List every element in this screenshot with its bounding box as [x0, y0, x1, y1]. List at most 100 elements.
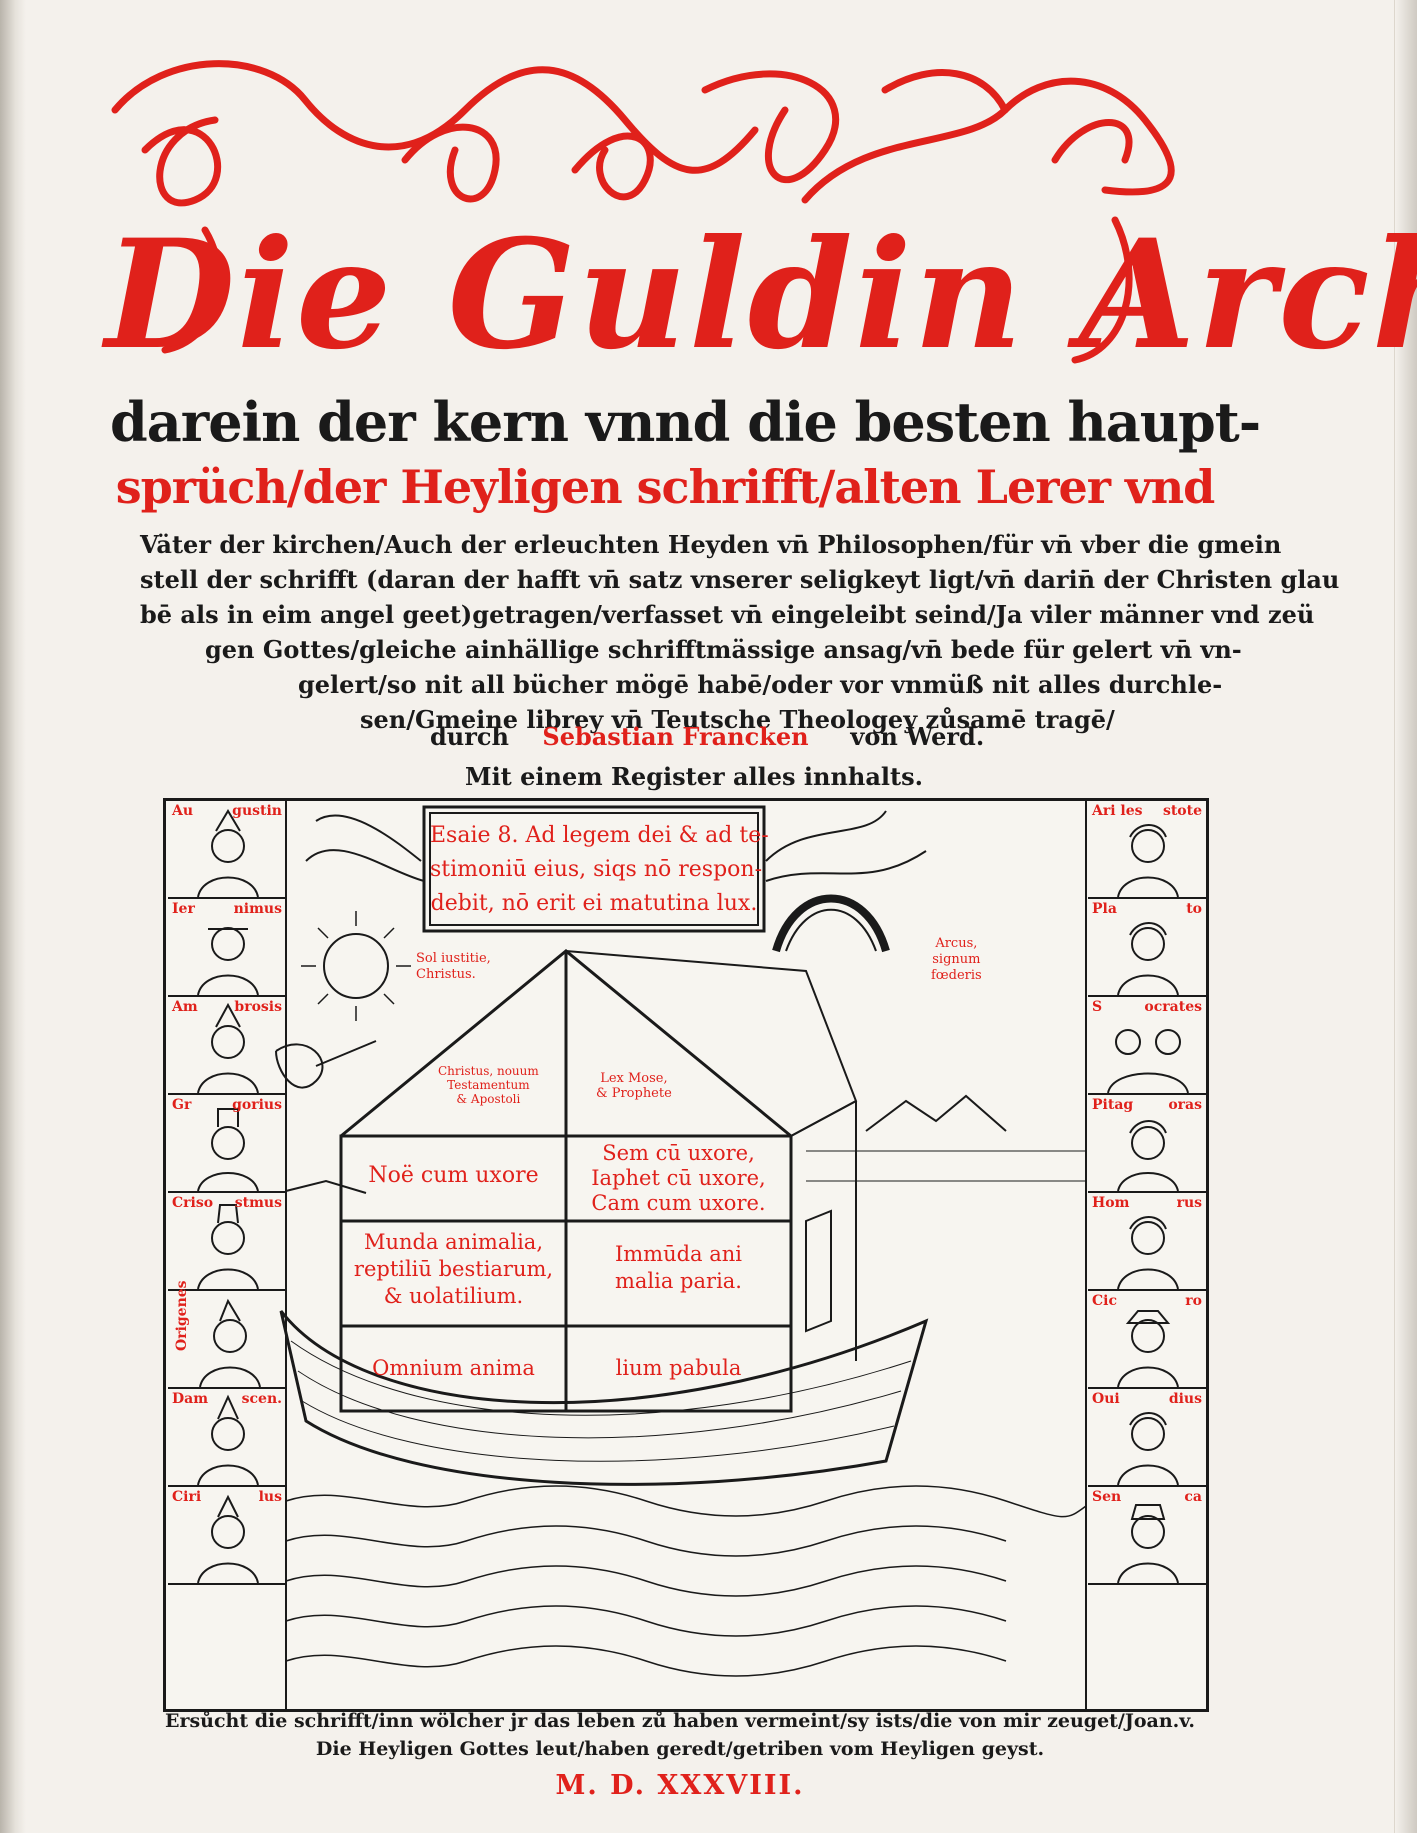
portrait-label-a: Sen [1092, 1489, 1122, 1505]
portrait-ambrosius: Am brosis [168, 997, 286, 1095]
portrait-label-b: oras [1168, 1097, 1202, 1113]
figure-head-icon [1117, 1310, 1179, 1387]
figure-head-icon [1117, 922, 1179, 995]
gable-right-label: Lex Mose, & Prophete [596, 1071, 672, 1101]
rainbow-label-line: fœderis [931, 968, 982, 983]
cell-sem-line: Cam cum uxore. [591, 1191, 766, 1215]
title-flourishes [111, 60, 1175, 364]
portrait-label-a: Au [172, 803, 194, 819]
portrait-label-b: ca [1184, 1489, 1202, 1505]
sun-label-line: Sol iustitie, [416, 951, 491, 966]
portrait-label-b: to [1186, 901, 1202, 917]
cell-noe: Noë cum uxore [368, 1163, 539, 1188]
figure-head-icon [197, 1002, 259, 1093]
cell-munda-line: Munda animalia, [363, 1230, 543, 1254]
portrait-label-b: gustin [232, 803, 282, 819]
portrait-label-a: Ciri [172, 1489, 202, 1505]
sun-label: Sol iustitie, Christus. [416, 951, 491, 983]
portrait-label-a: Am [172, 999, 198, 1015]
rainbow-label-line: Arcus, [935, 936, 978, 951]
imprint-date: M. D. XXXVIII. [555, 1770, 805, 1801]
portrait-hieronymus: Ier nimus [168, 899, 286, 997]
portrait-cirillus: Ciri lus [168, 1487, 286, 1585]
gable-left-line: & Apostoli [456, 1092, 521, 1106]
figure-head-icon [1117, 1504, 1179, 1583]
portrait-label-b: gorius [232, 1097, 282, 1113]
cell-immunda-line: malia paria. [615, 1269, 742, 1293]
portrait-label-b: scen. [241, 1391, 282, 1407]
figure-head-icon [199, 1298, 261, 1387]
cell-sem-line: Iaphet cū uxore, [591, 1166, 766, 1190]
figure-head-icon [197, 1394, 259, 1485]
gable-right-line: & Prophete [596, 1086, 672, 1101]
gable-left-label: Christus, nouum Testamentum & Apostoli [438, 1064, 539, 1106]
figure-head-icon [1117, 824, 1179, 897]
figure-head-icon [1117, 1412, 1179, 1485]
subtitle-line-2: sprüch/der Heyligen schrifft/alten Lerer… [115, 460, 1216, 514]
cell-munda-line: & uolatilium. [383, 1284, 524, 1308]
portrait-label-a: Origenes [174, 1280, 190, 1351]
figure-head-icon [1117, 1120, 1179, 1191]
author-suffix: von Werd. [850, 722, 985, 751]
main-title: Die Guldin Arch [105, 207, 1417, 383]
banner-line: stimoniū eius, siqs nō respon- [430, 857, 762, 882]
portrait-label-b: dius [1168, 1391, 1202, 1407]
portrait-pitagoras: Pitag oras [1088, 1095, 1206, 1193]
portrait-cicero: Cic ro [1088, 1291, 1206, 1389]
figure-head-icon [197, 1108, 259, 1191]
cell-omnium-left: Omnium anima [372, 1356, 535, 1380]
portrait-label-b: ro [1185, 1293, 1202, 1309]
ark-illustration [275, 801, 1087, 1709]
figure-head-icon [1117, 1216, 1179, 1289]
sun-label-line: Christus. [416, 967, 476, 982]
portrait-augustinus: Au gustin [168, 801, 286, 899]
banner-line: Esaie 8. Ad legem dei & ad te- [430, 823, 769, 848]
portrait-label-a: Pitag [1092, 1097, 1134, 1113]
body-line: gen Gottes/gleiche ainhällige schrifftmä… [205, 635, 1242, 664]
figure-head-icon [197, 927, 259, 995]
page-edge [1394, 0, 1417, 1833]
portrait-label-a: Pla [1092, 901, 1117, 917]
cell-sem: Sem cū uxore, Iaphet cū uxore, Cam cum u… [566, 1141, 791, 1216]
cell-omnium-right: lium pabula [615, 1356, 742, 1380]
body-line: sen/Gmeine librey vn̄ Teutsche Theologey… [360, 705, 1115, 734]
portrait-seneca: Sen ca [1088, 1487, 1206, 1585]
cell-immunda-line: Immūda ani [614, 1242, 743, 1266]
cell-immunda: Immūda ani malia paria. [566, 1241, 791, 1295]
cell-munda-line: reptiliū bestiarum, [353, 1257, 554, 1281]
cell-sem-line: Sem cū uxore, [602, 1141, 755, 1165]
author-name: Sebastian Francken [542, 722, 809, 751]
body-line: Väter der kirchen/Auch der erleuchten He… [140, 530, 1282, 559]
portrait-gregorius: Gr gorius [168, 1095, 286, 1193]
portrait-aristoteles: Ari les stote [1088, 801, 1206, 899]
author-prefix: durch [430, 722, 509, 751]
portrait-plato: Pla to [1088, 899, 1206, 997]
portrait-label-b: stote [1162, 803, 1202, 819]
portrait-label-a: Ari les [1092, 803, 1143, 819]
subtitle-line-1: darein der kern vnnd die besten haupt- [110, 390, 1261, 454]
portrait-homerus: Hom rus [1088, 1193, 1206, 1291]
woodcut-figure: Au gustin Ier nimus Am brosis Gr gorius … [163, 798, 1209, 1712]
gable-left-line: Testamentum [447, 1078, 530, 1092]
portrait-chrysostomus: Criso stmus [168, 1193, 286, 1291]
body-line: bē als in eim angel geet)getragen/verfas… [140, 600, 1315, 629]
banner-line: debit, nō erit ei matutina lux. [430, 891, 758, 916]
figure-head-icon [1107, 1029, 1189, 1093]
register-line: Mit einem Register alles innhalts. [465, 762, 923, 791]
portrait-label-b: lus [258, 1489, 282, 1505]
portrait-origenes: Origenes [168, 1280, 286, 1389]
portrait-label-a: Oui [1092, 1391, 1120, 1407]
portrait-label-b: brosis [234, 999, 282, 1015]
banner-text: Esaie 8. Ad legem dei & ad te- stimoniū … [430, 819, 769, 921]
portrait-damascenus: Dam scen. [168, 1389, 286, 1487]
figure-head-icon [197, 1494, 259, 1583]
figure-head-icon [197, 1204, 259, 1289]
figure-head-icon [197, 809, 259, 897]
author-line: durch Sebastian Francken von Werd. [430, 722, 984, 751]
portrait-label-a: Criso [172, 1195, 214, 1211]
portrait-label-a: S [1092, 999, 1103, 1015]
portrait-label-b: rus [1176, 1195, 1202, 1211]
body-line: gelert/so nit all bücher mögē habē/oder … [298, 670, 1223, 699]
portrait-label-b: nimus [233, 901, 282, 917]
footer-quote-1: Ersůcht die schrifft/inn wölcher jr das … [164, 1710, 1196, 1732]
